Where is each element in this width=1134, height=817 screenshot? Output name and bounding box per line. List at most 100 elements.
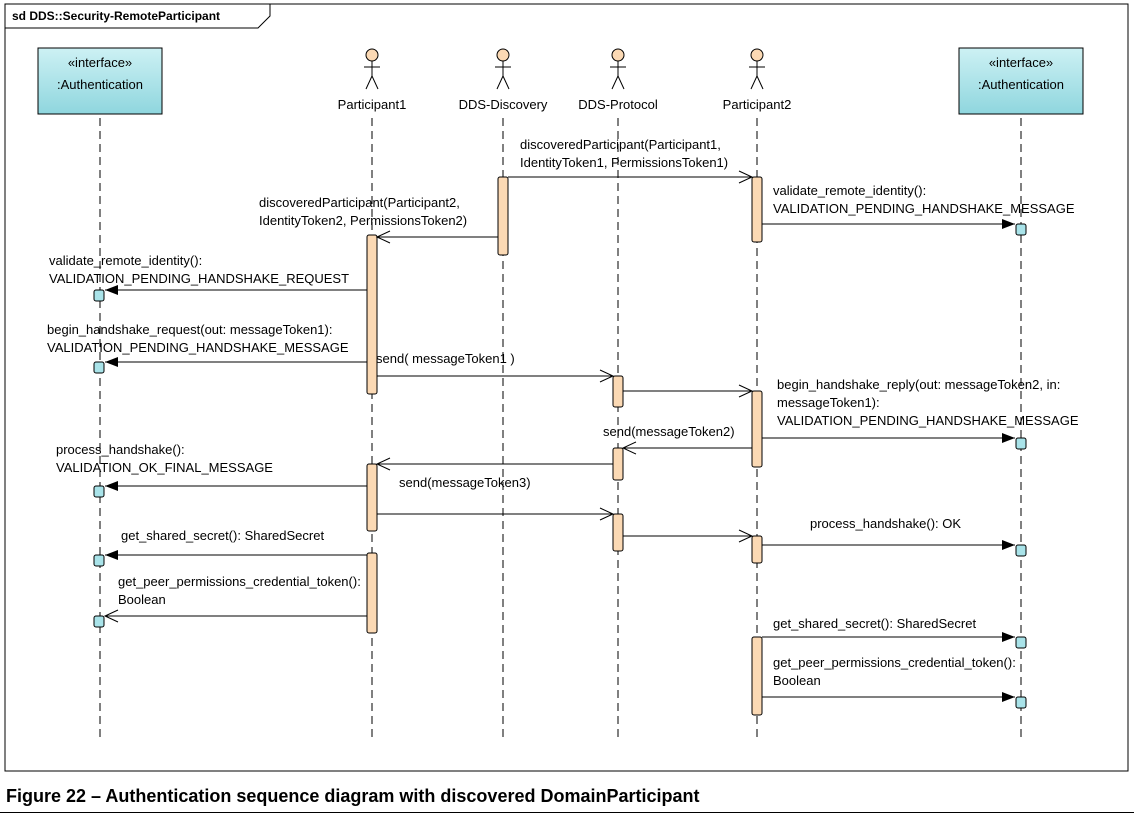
lifeline-head-proto: DDS-Protocol: [578, 48, 658, 112]
message-14: process_handshake(): OK: [762, 516, 1027, 557]
message-10: [375, 457, 613, 471]
activation-bar: [366, 552, 378, 634]
arrowhead-open-icon: [599, 369, 615, 383]
message-label: process_handshake():: [56, 442, 185, 457]
message-label: VALIDATION_PENDING_HANDSHAKE_REQUEST: [49, 271, 349, 286]
message-label: Boolean: [118, 592, 166, 607]
call-endpoint-marker: [1015, 223, 1027, 236]
arrowhead-filled-icon: [1002, 433, 1015, 443]
activation-bar: [751, 636, 763, 716]
actor-icon: [749, 48, 765, 90]
arrowhead-open-icon: [621, 441, 637, 455]
call-endpoint-marker: [1015, 437, 1027, 450]
lifeline-head-p1: Participant1: [338, 48, 407, 112]
call-endpoint-marker: [1015, 636, 1027, 649]
arrowhead-open-icon: [599, 507, 615, 521]
message-8: begin_handshake_reply(out: messageToken2…: [762, 377, 1079, 450]
activation-bar: [612, 375, 624, 408]
message-12: send(messageToken3): [377, 475, 615, 521]
activation-bar: [612, 513, 624, 552]
actor-label: Participant1: [338, 97, 407, 112]
message-label: begin_handshake_request(out: messageToke…: [47, 322, 332, 337]
message-label: validate_remote_identity():: [49, 253, 202, 268]
activation-bar: [366, 463, 378, 532]
arrowhead-open-icon: [375, 230, 391, 244]
actor-label: Participant2: [723, 97, 792, 112]
actor-icon: [364, 48, 380, 90]
message-label: validate_remote_identity():: [773, 183, 926, 198]
caption-divider: [0, 812, 1134, 813]
message-label: get_peer_permissions_credential_token():: [118, 574, 361, 589]
interface-stereotype: «interface»: [68, 55, 132, 70]
lifeline-head-auth2: «interface» :Authentication: [958, 47, 1084, 115]
actor-label: DDS-Protocol: [578, 97, 658, 112]
interface-box: [958, 47, 1084, 115]
message-3: discoveredParticipant(Participant2, Ident…: [259, 195, 498, 244]
call-endpoint-marker: [93, 554, 105, 567]
message-13: [623, 529, 754, 543]
arrowhead-filled-icon: [105, 550, 118, 560]
message-7: [623, 384, 754, 398]
message-11: process_handshake(): VALIDATION_OK_FINAL_…: [56, 442, 367, 498]
arrowhead-open-icon: [103, 609, 119, 623]
lifeline-head-p2: Participant2: [723, 48, 792, 112]
arrowhead-filled-icon: [105, 285, 118, 295]
frame-border: [4, 3, 1129, 772]
interface-label: :Authentication: [978, 77, 1064, 92]
message-label: send(messageToken3): [399, 475, 531, 490]
figure-caption: Figure 22 – Authentication sequence diag…: [6, 786, 700, 806]
interface-label: :Authentication: [57, 77, 143, 92]
message-6: send( messageToken1 ): [376, 351, 615, 383]
arrowhead-open-icon: [738, 529, 754, 543]
call-endpoint-marker: [1015, 696, 1027, 709]
message-label: IdentityToken2, PermissionsToken2): [259, 213, 467, 228]
message-16: get_peer_permissions_credential_token():…: [93, 574, 367, 628]
message-label: get_shared_secret(): SharedSecret: [773, 616, 976, 631]
message-label: process_handshake(): OK: [810, 516, 961, 531]
message-label: begin_handshake_reply(out: messageToken2…: [777, 377, 1060, 392]
interface-box: [37, 47, 163, 115]
message-5: begin_handshake_request(out: messageToke…: [47, 322, 367, 374]
actor-label: DDS-Discovery: [459, 97, 548, 112]
message-17: get_shared_secret(): SharedSecret: [762, 616, 1027, 649]
lifeline-head-auth1: «interface» :Authentication: [37, 47, 163, 115]
call-endpoint-marker: [93, 615, 105, 628]
frame-title-tab: [5, 4, 271, 29]
activation-bar: [751, 535, 763, 564]
message-label: get_peer_permissions_credential_token():: [773, 655, 1016, 670]
message-label: discoveredParticipant(Participant1,: [520, 137, 721, 152]
message-label: send(messageToken2): [603, 424, 735, 439]
arrowhead-open-icon: [738, 384, 754, 398]
message-label: Boolean: [773, 673, 821, 688]
arrowhead-open-icon: [738, 170, 754, 184]
message-18: get_peer_permissions_credential_token():…: [762, 655, 1027, 709]
call-endpoint-marker: [93, 361, 105, 374]
activation-bar: [751, 176, 763, 243]
actor-icon: [495, 48, 511, 90]
actor-icon: [610, 48, 626, 90]
activation-bar: [751, 390, 763, 468]
arrowhead-filled-icon: [1002, 219, 1015, 229]
message-label: VALIDATION_PENDING_HANDSHAKE_MESSAGE: [47, 340, 349, 355]
message-4: validate_remote_identity(): VALIDATION_PE…: [49, 253, 367, 302]
message-label: discoveredParticipant(Participant2,: [259, 195, 460, 210]
message-label: messageToken1):: [777, 395, 880, 410]
lifeline-head-disc: DDS-Discovery: [459, 48, 548, 112]
message-label: get_shared_secret(): SharedSecret: [121, 528, 324, 543]
arrowhead-open-icon: [375, 457, 391, 471]
interface-stereotype: «interface»: [989, 55, 1053, 70]
arrowhead-filled-icon: [1002, 540, 1015, 550]
message-label: VALIDATION_OK_FINAL_MESSAGE: [56, 460, 273, 475]
activation-bar: [366, 234, 378, 395]
message-2: validate_remote_identity():VALIDATION_PE…: [762, 183, 1075, 236]
message-label: VALIDATION_PENDING_HANDSHAKE_MESSAGE: [777, 413, 1079, 428]
call-endpoint-marker: [93, 289, 105, 302]
arrowhead-filled-icon: [1002, 632, 1015, 642]
activation-bar: [497, 176, 509, 256]
frame-title: sd DDS::Security-RemoteParticipant: [12, 9, 220, 23]
message-1: discoveredParticipant(Participant1,Ident…: [508, 137, 754, 184]
arrowhead-filled-icon: [1002, 692, 1015, 702]
message-label: send( messageToken1 ): [376, 351, 515, 366]
arrowhead-filled-icon: [105, 481, 118, 491]
